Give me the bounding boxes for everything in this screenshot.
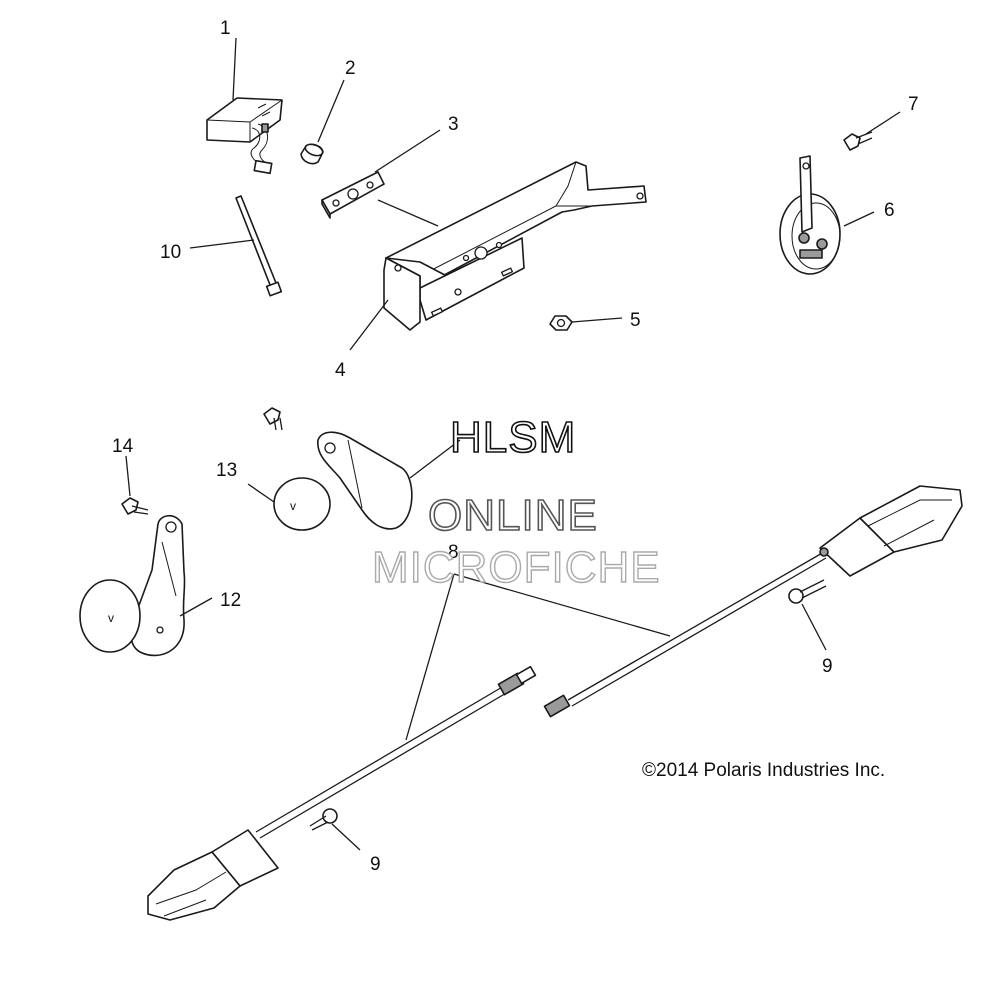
leader-7	[865, 111, 901, 135]
leader-2	[317, 79, 345, 143]
part-4-bracket	[383, 161, 647, 331]
leader-3	[374, 129, 441, 173]
leader-5	[571, 317, 623, 323]
leader-6	[843, 211, 875, 227]
label-9-upper: 9	[822, 656, 833, 677]
leader-12	[179, 597, 213, 617]
leader-10	[189, 239, 255, 249]
leader-4	[349, 299, 389, 351]
leader-9-lower	[331, 823, 361, 851]
leader-8b	[453, 573, 671, 637]
part-8-turn-signal-lower	[147, 665, 537, 921]
part-2-bushing	[300, 143, 324, 165]
label-5: 5	[630, 310, 641, 331]
part-14-screw	[121, 497, 149, 515]
part-12-reflector-bracket: v	[79, 514, 186, 657]
watermark-line-2: ONLINE	[427, 491, 598, 540]
label-12: 12	[220, 590, 241, 611]
part-3-plate	[321, 171, 385, 219]
part-5-nut	[549, 315, 573, 331]
watermark-line-3: MICROFICHE	[371, 543, 661, 592]
label-4: 4	[335, 360, 346, 381]
part-10-cable-tie	[235, 195, 283, 297]
label-13: 13	[216, 460, 237, 481]
part-1-flasher-module	[206, 97, 283, 175]
label-1: 1	[220, 18, 231, 39]
label-6: 6	[884, 200, 895, 221]
part-6-horn	[779, 155, 841, 275]
part-reflector-bracket-right: v	[273, 431, 413, 531]
part-9-screw-upper	[788, 579, 827, 604]
label-10: 10	[160, 242, 181, 263]
label-14: 14	[112, 436, 134, 457]
label-9-lower: 9	[370, 854, 381, 875]
part-screw-top	[263, 407, 283, 431]
leader-1	[232, 37, 237, 101]
label-3: 3	[448, 114, 459, 135]
svg-text:v: v	[108, 611, 114, 625]
part-8-turn-signal-upper	[543, 485, 963, 718]
leader-11	[409, 439, 461, 479]
leader-13	[247, 483, 275, 503]
leader-14	[125, 455, 131, 497]
copyright-notice: ©2014 Polaris Industries Inc.	[642, 760, 886, 781]
label-8: 8	[448, 542, 459, 563]
watermark-line-1: HLSM	[449, 413, 577, 462]
label-2: 2	[345, 58, 356, 79]
leader-8a	[405, 573, 455, 741]
part-9-screw-lower	[309, 808, 338, 831]
svg-text:v: v	[290, 499, 296, 513]
leader-3b	[377, 199, 439, 227]
leader-9-upper	[801, 603, 827, 651]
part-7-bolt	[843, 131, 873, 151]
label-7: 7	[908, 94, 919, 115]
